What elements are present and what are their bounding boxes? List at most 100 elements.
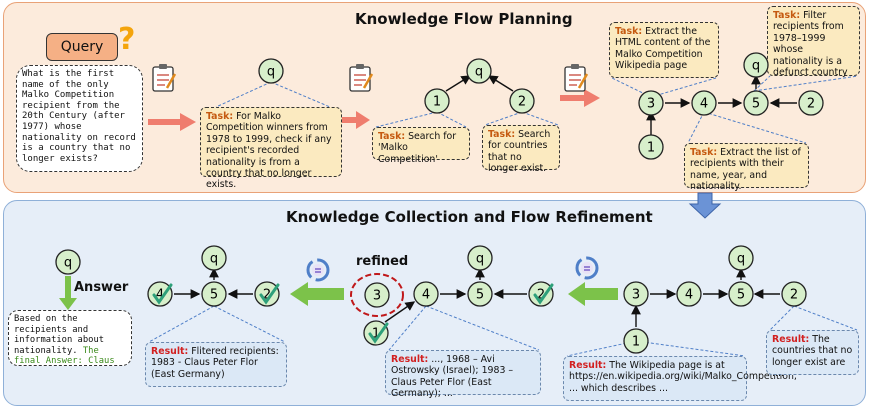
green-arrow-icon xyxy=(568,282,618,306)
node-n3: 3 xyxy=(364,282,390,308)
task-box-4: Task: Extract the list of recipients wit… xyxy=(684,143,809,192)
node-label: 1 xyxy=(433,95,441,110)
node-q: q xyxy=(258,58,284,84)
result-box-1: Result: The Wikipedia page is at https:/… xyxy=(563,356,797,401)
node-n1: 1 xyxy=(363,320,389,346)
checkmark-icon xyxy=(152,283,173,305)
node-n1: 1 xyxy=(638,134,664,160)
clipboard-icon xyxy=(349,64,374,92)
task-box-q: Task: For Malko Competition winners from… xyxy=(200,107,342,190)
result-box-2: Result: The countries that no longer exi… xyxy=(766,330,859,379)
answer-text: Based on the recipients and information … xyxy=(14,314,105,356)
result-text-1: The Wikipedia page is at https://en.wiki… xyxy=(569,360,797,394)
panel-title-planning: Knowledge Flow Planning xyxy=(355,10,573,28)
node-q: q xyxy=(466,58,492,84)
final-answer-text: The final Answer: Claus xyxy=(14,345,115,367)
result-box-4: Result: ..., 1968 – Avi Ostrowsky (Israe… xyxy=(385,350,541,399)
node-label: 1 xyxy=(632,335,640,350)
node-label: 5 xyxy=(737,288,745,303)
node-n4: 4 xyxy=(413,281,439,307)
node-n2: 2 xyxy=(254,281,280,307)
node-label: 2 xyxy=(518,95,526,110)
task-text-q: For Malko Competition winners from 1978 … xyxy=(206,111,332,191)
checkmark-icon xyxy=(368,322,389,344)
node-n5: 5 xyxy=(467,281,493,307)
checkmark-icon xyxy=(533,283,554,305)
result-label: Result: xyxy=(569,360,607,371)
node-q: q xyxy=(467,245,493,271)
node-label: 5 xyxy=(476,288,484,303)
task-label: Task: xyxy=(615,26,643,37)
node-n2: 2 xyxy=(528,281,554,307)
node-n5: 5 xyxy=(201,281,227,307)
result-label: Result: xyxy=(151,346,189,357)
task-text-1: Search for 'Malko Competition' xyxy=(378,131,457,165)
refresh-icon xyxy=(575,256,599,280)
node-label: 4 xyxy=(422,288,430,303)
query-question-text: What is the first name of the only Malko… xyxy=(22,69,136,164)
node-label: q xyxy=(475,65,483,80)
answer-box: Based on the recipients and information … xyxy=(8,310,132,366)
green-down-arrow-icon xyxy=(59,276,77,310)
result-text-4: ..., 1968 – Avi Ostrowsky (Israel); 1983… xyxy=(391,354,514,400)
node-label: 4 xyxy=(685,288,693,303)
task-text-2: Search for countries that no longer exis… xyxy=(488,129,551,175)
refresh-icon xyxy=(306,258,330,282)
node-label: 2 xyxy=(790,288,798,303)
node-label: q xyxy=(210,252,218,267)
node-q: q xyxy=(55,249,81,275)
red-arrow-icon xyxy=(148,113,196,131)
refined-node-highlight xyxy=(350,273,404,317)
task-label: Task: xyxy=(488,129,516,140)
node-label: q xyxy=(267,65,275,80)
node-label: q xyxy=(737,252,745,267)
red-arrow-icon xyxy=(560,89,600,107)
question-mark-icon: ? xyxy=(118,22,136,57)
node-label: 2 xyxy=(263,288,271,303)
result-label: Result: xyxy=(772,334,810,345)
node-n2: 2 xyxy=(781,281,807,307)
query-label: Query xyxy=(46,33,118,61)
red-arrow-icon xyxy=(342,111,370,129)
node-n3: 3 xyxy=(638,90,664,116)
node-q: q xyxy=(728,245,754,271)
answer-label: Answer xyxy=(74,280,129,295)
panel-title-collection: Knowledge Collection and Flow Refinement xyxy=(286,208,653,226)
node-n3: 3 xyxy=(623,281,649,307)
result-box-5: Result: Flitered recipients: 1983 - Clau… xyxy=(145,342,287,387)
node-label: q xyxy=(752,59,760,74)
node-n2: 2 xyxy=(798,90,824,116)
node-n4: 4 xyxy=(691,90,717,116)
clipboard-icon xyxy=(152,64,177,92)
task-box-3: Task: Extract the HTML content of the Ma… xyxy=(609,22,719,78)
task-label: Task: xyxy=(378,131,406,142)
node-label: 1 xyxy=(647,141,655,156)
query-question-box: What is the first name of the only Malko… xyxy=(16,65,143,172)
task-box-5: Task: Filter recipients from 1978–1999 w… xyxy=(767,6,860,79)
node-label: q xyxy=(476,252,484,267)
result-label: Result: xyxy=(391,354,429,365)
task-label: Task: xyxy=(773,10,801,21)
node-label: 2 xyxy=(807,97,815,112)
task-text-5: Filter recipients from 1978–1999 whose n… xyxy=(773,10,848,79)
node-n5: 5 xyxy=(728,281,754,307)
clipboard-icon xyxy=(564,64,589,92)
node-label: 3 xyxy=(373,289,381,304)
node-n2: 2 xyxy=(509,88,535,114)
node-n1: 1 xyxy=(623,328,649,354)
task-box-1: Task: Search for 'Malko Competition' xyxy=(372,127,470,165)
task-text-3: Extract the HTML content of the Malko Co… xyxy=(615,26,711,72)
node-q: q xyxy=(743,52,769,78)
node-label: 4 xyxy=(156,288,164,303)
green-arrow-icon xyxy=(290,282,344,306)
down-arrow-icon xyxy=(688,192,722,219)
node-label: 5 xyxy=(752,97,760,112)
task-box-2: Task: Search for countries that no longe… xyxy=(482,125,560,174)
node-label: 3 xyxy=(632,288,640,303)
node-label: 3 xyxy=(647,97,655,112)
node-label: 4 xyxy=(700,97,708,112)
node-label: 2 xyxy=(537,288,545,303)
node-q: q xyxy=(201,245,227,271)
node-n4: 4 xyxy=(147,281,173,307)
